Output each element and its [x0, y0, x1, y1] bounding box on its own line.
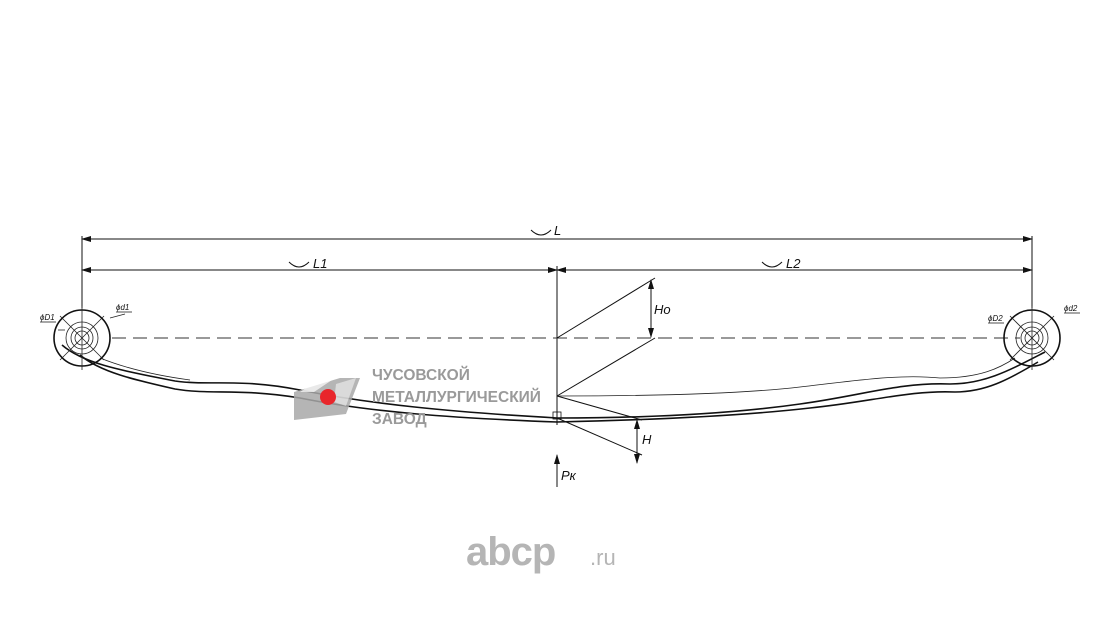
label-total-length: L — [554, 223, 561, 238]
right-eye: ϕD2 ϕd2 — [988, 304, 1080, 370]
logo-red-dot — [320, 389, 336, 405]
watermark-brand: abcp — [466, 530, 555, 574]
label-free-height: Ho — [654, 302, 671, 317]
dimension-loaded-height: H — [556, 395, 652, 464]
arc-symbol-icon — [288, 261, 310, 268]
watermark-suffix: .ru — [590, 545, 616, 570]
dimension-free-height: Ho — [556, 277, 671, 397]
spring-leaves — [61, 344, 1046, 423]
label-right-eye-inner: ϕd2 — [1064, 304, 1078, 313]
logo-line-3: ЗАВОД — [372, 411, 427, 428]
arc-symbol-icon — [761, 261, 783, 268]
label-load-force: Pк — [561, 468, 577, 483]
main-leaf — [61, 344, 1046, 419]
label-left-eye-outer: ϕD1 — [40, 313, 55, 322]
label-right-eye-outer: ϕD2 — [988, 314, 1003, 323]
logo-line-2: МЕТАЛЛУРГИЧЕСКИЙ — [372, 388, 541, 406]
label-left-length: L1 — [313, 256, 327, 271]
arc-symbol-icon — [530, 229, 552, 236]
second-leaf — [79, 354, 1039, 423]
label-loaded-height: H — [642, 432, 652, 447]
label-left-eye-inner: ϕd1 — [116, 303, 129, 312]
dimension-segment-lengths: L1 L2 — [81, 256, 1033, 273]
load-force: Pк — [552, 411, 577, 487]
logo-line-1: ЧУСОВСКОЙ — [372, 366, 470, 384]
label-right-length: L2 — [786, 256, 801, 271]
left-eye: ϕD1 ϕd1 — [40, 303, 132, 370]
abcp-watermark: abcp .ru — [466, 530, 616, 574]
clamp-square-icon — [552, 411, 562, 420]
manufacturer-logo: ЧУСОВСКОЙ МЕТАЛЛУРГИЧЕСКИЙ ЗАВОД — [294, 366, 541, 428]
